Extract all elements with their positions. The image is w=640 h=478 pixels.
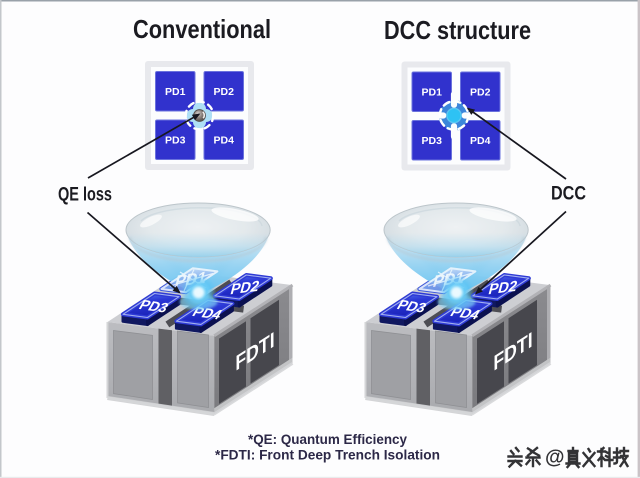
svg-text:DCC: DCC (551, 184, 586, 205)
svg-text:QE loss: QE loss (58, 185, 112, 206)
svg-text:Conventional: Conventional (133, 14, 271, 44)
svg-text:*QE: Quantum Efficiency: *QE: Quantum Efficiency (248, 431, 407, 447)
svg-text:DCC structure: DCC structure (384, 15, 531, 45)
svg-text:@: @ (545, 447, 565, 469)
svg-text:*FDTI: Front Deep Trench Isola: *FDTI: Front Deep Trench Isolation (215, 447, 440, 463)
